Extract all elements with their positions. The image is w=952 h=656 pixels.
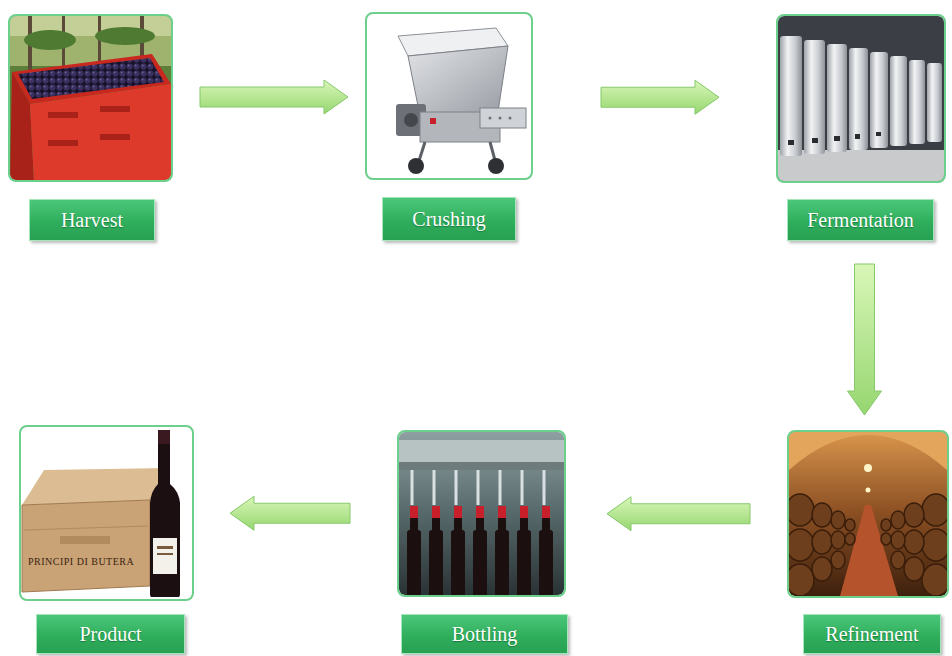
process-step: Harvest (8, 14, 173, 182)
step-label: Fermentation (807, 209, 914, 231)
step-label-tab: Crushing (382, 197, 516, 241)
step-label: Refinement (825, 623, 918, 645)
barrel-cellar-photo (789, 432, 947, 596)
step-label-tab: Refinement (803, 614, 941, 654)
box-brand-text: PRINCIPI DI BUTERA (28, 551, 134, 569)
flow-arrow (607, 497, 750, 531)
step-label: Harvest (61, 209, 123, 231)
step-label: Bottling (452, 623, 518, 645)
flow-arrow (601, 80, 719, 114)
crusher-photo (367, 14, 531, 178)
process-step: Refinement (787, 430, 949, 598)
flow-arrow (200, 80, 348, 114)
step-label-tab: Bottling (401, 614, 568, 654)
process-step: Fermentation (776, 14, 946, 183)
flow-arrow (848, 264, 882, 415)
step-label-tab: Fermentation (787, 199, 934, 241)
wine-product-photo (21, 427, 192, 597)
step-label-tab: Harvest (29, 199, 155, 241)
process-step: Crushing (365, 12, 533, 180)
bottling-line-photo (399, 432, 564, 595)
process-step: Bottling (397, 430, 566, 597)
step-label: Crushing (412, 208, 485, 230)
fermentation-tanks-photo (778, 16, 944, 181)
harvest-photo (10, 16, 171, 180)
step-label-tab: Product (36, 614, 185, 654)
step-label: Product (79, 623, 141, 645)
box-brand-text: PRINCIPI DI BUTERA (28, 556, 134, 567)
flow-arrow (230, 496, 350, 530)
process-step: Product (19, 425, 194, 601)
